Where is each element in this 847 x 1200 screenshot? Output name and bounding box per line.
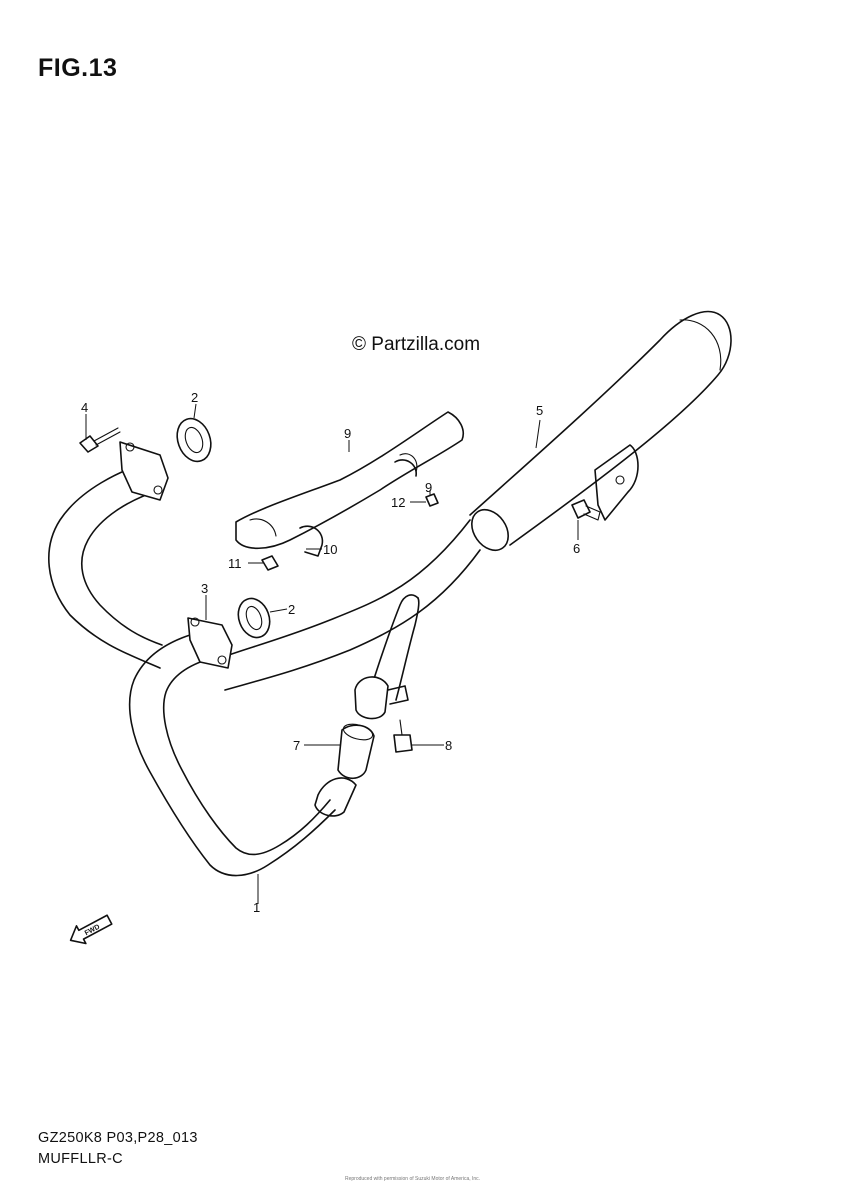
partzilla-watermark: © Partzilla.com (352, 334, 481, 355)
callout-2-front: 2 (288, 602, 295, 617)
callout-5: 5 (536, 403, 543, 418)
callout-1: 1 (253, 900, 260, 915)
callout-8: 8 (445, 738, 452, 753)
callout-9-small: 9 (425, 480, 432, 495)
pipe-socket (314, 777, 357, 817)
callout-2-rear: 2 (191, 390, 198, 405)
callout-4: 4 (81, 400, 88, 415)
heat-protector-screw (425, 493, 439, 507)
heat-protector (235, 411, 464, 557)
clamp-bolt (393, 719, 413, 753)
exhaust-pipe-rear (48, 461, 163, 669)
heat-protector-bolt (261, 555, 279, 571)
flange-rear (119, 441, 169, 501)
gasket-front (237, 597, 271, 639)
callout-7: 7 (293, 738, 300, 753)
stud-bolt (79, 427, 121, 453)
connector-clamp (354, 676, 409, 720)
callout-10: 10 (323, 542, 337, 557)
model-code: GZ250K8 P03,P28_013 (38, 1130, 198, 1146)
muffler-bolt (571, 499, 601, 521)
exhaust-pipe-front (128, 631, 336, 877)
callout-11: 11 (228, 556, 242, 571)
gasket-rear (176, 417, 212, 463)
collector-pipe (214, 519, 481, 701)
front-direction-arrow: FWD (69, 914, 113, 945)
callout-3: 3 (201, 581, 208, 596)
callout-9-heat-protector: 9 (344, 426, 351, 441)
pipe-sleeve (337, 723, 375, 780)
figure-title: FIG.13 (38, 54, 118, 82)
leader-lines (85, 403, 579, 904)
flange-front (187, 617, 233, 669)
callout-6: 6 (573, 541, 580, 556)
section-name: MUFFLLR-C (38, 1151, 123, 1167)
copyright-fineprint: Reproduced with permission of Suzuki Mot… (345, 1176, 481, 1182)
callout-12: 12 (391, 495, 405, 510)
muffler (469, 310, 732, 552)
